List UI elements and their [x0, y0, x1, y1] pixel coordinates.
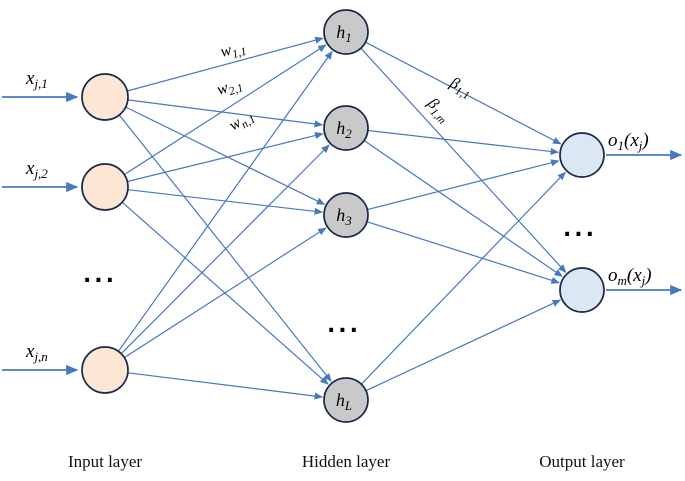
edge [127, 99, 324, 128]
external-arrows-layer [2, 91, 683, 376]
hidden-node-L [323, 377, 369, 423]
hidden-node-labels: h1 h2 h3 hL [336, 22, 352, 413]
input-ellipsis: ... [83, 263, 117, 288]
output-ellipsis: ... [563, 217, 597, 242]
input-label-2: xj,2 [25, 158, 48, 181]
edge [118, 114, 332, 382]
input-node-3 [81, 346, 129, 394]
edge [123, 44, 327, 176]
edge [360, 47, 567, 273]
hidden-node-label-L: hL [336, 390, 352, 413]
hidden-node-2 [323, 105, 369, 151]
beta-label-1-m: β1,m [421, 94, 453, 127]
beta-label-1-1: β1,1 [445, 74, 475, 102]
edge [127, 372, 324, 400]
input-label-1: xj,1 [25, 68, 48, 91]
edge [360, 171, 566, 385]
output-layer-caption: Output layer [539, 452, 625, 471]
edge [367, 159, 560, 211]
edge [363, 140, 563, 277]
edge [365, 299, 562, 392]
captions-layer: Input layer Hidden layer Output layer [68, 452, 625, 471]
edge [127, 36, 324, 92]
output-node-1 [559, 132, 605, 178]
hidden-node-3 [323, 192, 369, 238]
edge [365, 41, 562, 145]
edge [127, 132, 324, 183]
weight-label-2-1: w2,1 [215, 75, 245, 102]
output-labels: o1(xj) om(xj) [608, 130, 652, 288]
output-label-m: om(xj) [608, 265, 652, 288]
nodes-layer [81, 9, 605, 423]
edges-layer [117, 36, 567, 400]
input-labels: xj,1 xj,2 xj,n [25, 68, 48, 364]
ellipsis-layer: ... ... ... [83, 217, 597, 338]
hidden-node-label-1: h1 [336, 22, 352, 45]
edge [367, 129, 560, 156]
input-node-1 [81, 73, 129, 121]
weight-label-1-1: w1,1 [219, 38, 248, 64]
edge-labels: w1,1 w2,1 wn,1 β1,1 β1,m [215, 38, 475, 137]
input-label-n: xj,n [25, 341, 48, 364]
hidden-node-1 [323, 9, 369, 55]
edge [117, 50, 333, 352]
edge [123, 227, 327, 359]
hidden-node-label-2: h2 [336, 118, 352, 141]
edge [120, 144, 330, 355]
hidden-layer-caption: Hidden layer [302, 452, 391, 471]
input-layer-caption: Input layer [68, 452, 142, 471]
hidden-ellipsis: ... [327, 313, 361, 338]
hidden-node-label-3: h3 [336, 205, 352, 228]
input-node-2 [81, 163, 129, 211]
output-label-1: o1(xj) [608, 130, 649, 153]
weight-label-n-1: wn,1 [226, 107, 258, 137]
edge [125, 106, 326, 205]
output-node-m [559, 267, 605, 313]
edge [366, 221, 560, 284]
